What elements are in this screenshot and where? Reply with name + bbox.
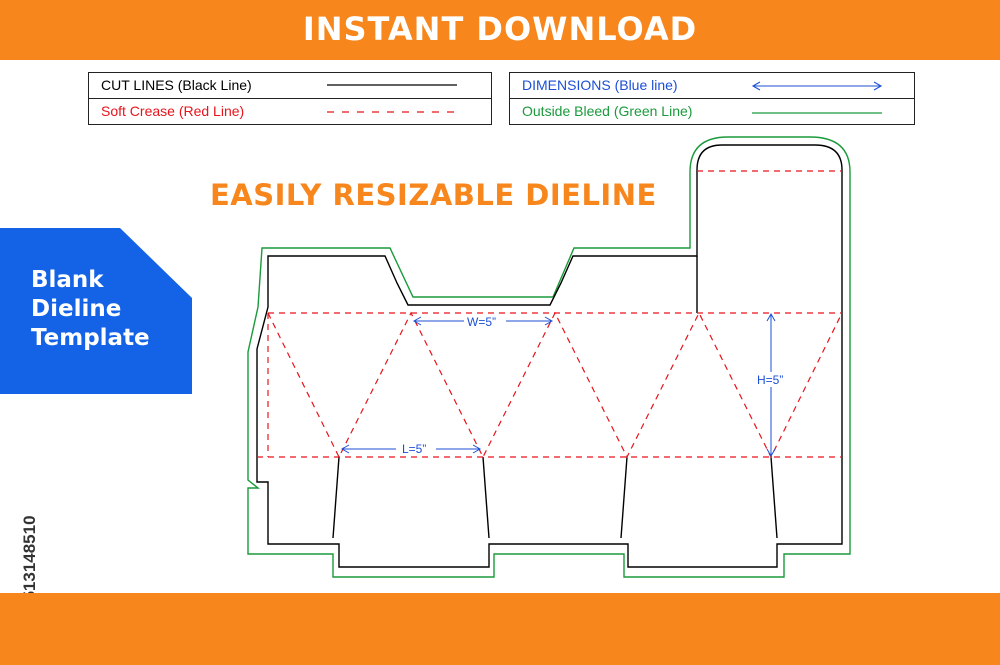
badge-line-1: Blank [31, 267, 104, 293]
legend-row-cut: CUT LINES (Black Line) [89, 73, 491, 98]
cut-slot-4 [770, 456, 778, 539]
dimension-height-label-bg [755, 372, 795, 387]
legend-label-cut: CUT LINES (Black Line) [101, 77, 252, 93]
crease-line-sample [327, 111, 459, 113]
outside-bleed-line [247, 136, 851, 578]
legend-row-dimension: DIMENSIONS (Blue line) [510, 73, 914, 98]
cut-lines [256, 144, 843, 568]
dimension-height-arrow-bottom [766, 448, 776, 458]
legend-label-crease: Soft Crease (Red Line) [101, 103, 245, 119]
legend-dimension-bleed: DIMENSIONS (Blue line) Outside Bleed (Gr… [509, 72, 915, 125]
bottom-banner [0, 593, 1000, 665]
legend-row-bleed: Outside Bleed (Green Line) [510, 98, 914, 124]
dimension-length-label-bg [396, 442, 436, 456]
dimension-height-label: H=5” [757, 373, 783, 387]
crease-diagonals [267, 311, 843, 459]
badge-text: Blank Dieline Template [31, 266, 150, 353]
dimension-width-label: W=5” [467, 315, 496, 329]
badge-line-3: Template [31, 325, 150, 351]
cut-line-sample [327, 84, 457, 86]
dimension-width-arrow-right [544, 316, 554, 326]
dimension-line-sample [751, 81, 883, 91]
dimension-length-arrow-left [340, 444, 350, 454]
headline: EASILY RESIZABLE DIELINE [210, 178, 657, 212]
dimension-width-arrow-left [412, 316, 422, 326]
crease-lines [257, 170, 843, 459]
top-banner: INSTANT DOWNLOAD [0, 0, 1000, 60]
badge-shape [0, 228, 192, 394]
cut-outline [256, 144, 843, 568]
legend-row-crease: Soft Crease (Red Line) [89, 98, 491, 124]
legend-label-bleed: Outside Bleed (Green Line) [522, 103, 693, 119]
dimension-height-arrow-top [766, 312, 776, 322]
template-badge: Blank Dieline Template [0, 228, 192, 394]
cut-slot-1 [332, 456, 340, 539]
legend-cut-crease: CUT LINES (Black Line) Soft Crease (Red … [88, 72, 492, 125]
dimension-length-arrow-right [472, 444, 482, 454]
dimension-length-label: L=5” [402, 442, 426, 456]
cut-slot-3 [620, 456, 628, 539]
dimension-width-label-bg [464, 314, 506, 328]
bleed-line-sample [752, 112, 882, 114]
cut-slot-2 [482, 456, 490, 539]
badge-line-2: Dieline [31, 296, 122, 322]
banner-title: INSTANT DOWNLOAD [302, 10, 698, 48]
legend-label-dimension: DIMENSIONS (Blue line) [522, 77, 678, 93]
